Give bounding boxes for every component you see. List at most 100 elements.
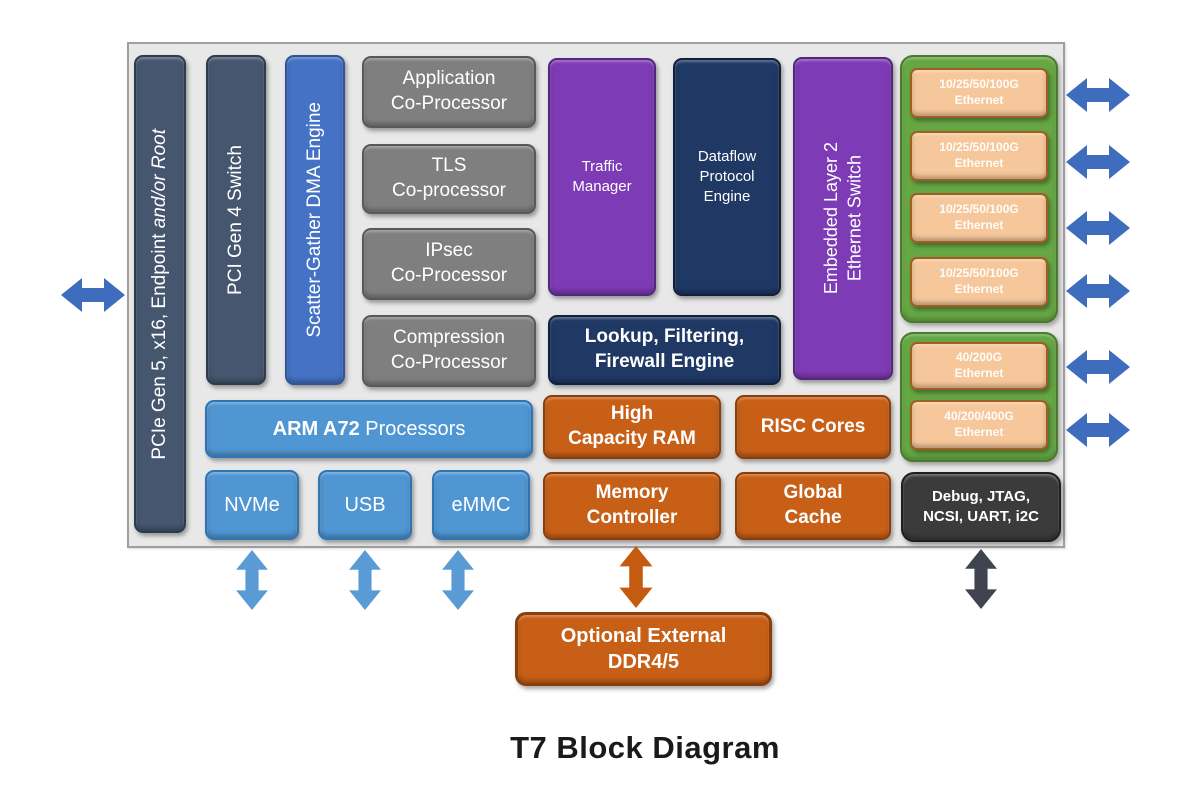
pci-gen4-switch-label: PCI Gen 4 Switch [224, 145, 246, 295]
scatter-gather-dma-label: Scatter-Gather DMA Engine [303, 102, 325, 338]
tls-coprocessor-label: TLS Co-processor [392, 154, 506, 203]
label-line1: 40/200G [955, 350, 1003, 365]
label-line2: Ethernet [954, 93, 1004, 107]
label-line2: Ethernet [954, 156, 1004, 170]
label-line2: Co-Processor [390, 352, 508, 373]
label-line1: Application [402, 68, 496, 90]
block-pcie-endpoint: PCIe Gen 5, x16, Endpoint and/or Root [134, 55, 186, 533]
block-tls-coprocessor: TLS Co-processor [362, 144, 536, 214]
label-bold: ARM A72 [272, 418, 360, 440]
block-dataflow-protocol-engine: Dataflow Protocol Engine [673, 58, 781, 296]
block-arm-processors: ARM A72 Processors [205, 400, 533, 458]
block-debug-jtag: Debug, JTAG, NCSI, UART, i2C [901, 472, 1061, 542]
label-line1: Memory [595, 482, 669, 504]
label-line1: 10/25/50/100G [939, 266, 1019, 281]
bidirectional-arrow-icon [616, 546, 656, 608]
bidirectional-arrow-icon [345, 550, 385, 610]
label-line2: Controller [586, 507, 678, 528]
pcie-endpoint-label: PCIe Gen 5, x16, Endpoint and/or Root [148, 129, 173, 460]
label-line2: Co-processor [391, 180, 507, 201]
bidirectional-arrow-icon [1066, 410, 1130, 450]
bidirectional-arrow-icon [1066, 142, 1130, 182]
label-line1: 10/25/50/100G [939, 77, 1019, 92]
bidirectional-arrow-icon [1066, 208, 1130, 248]
label-line1: 10/25/50/100G [939, 202, 1019, 217]
label-line1: Global [783, 482, 843, 504]
label-line2: Co-Processor [390, 265, 508, 286]
label-bold: 400G [984, 409, 1014, 424]
emmc-label: eMMC [451, 494, 511, 516]
label-line2: Capacity RAM [568, 428, 696, 449]
label-line2: Ethernet [954, 366, 1004, 380]
label-line2: Co-Processor [390, 93, 508, 114]
debug-jtag-label: Debug, JTAG, NCSI, UART, i2C [923, 487, 1039, 528]
risc-cores-label: RISC Cores [760, 415, 866, 437]
pcie-label-italic: and/or Root [148, 128, 170, 228]
block-traffic-manager: Traffic Manager [548, 58, 656, 296]
bidirectional-arrow-icon [60, 275, 126, 315]
label-line1: Compression [393, 327, 505, 349]
label-line1: High [610, 403, 654, 425]
bidirectional-arrow-icon [1066, 271, 1130, 311]
lookup-filtering-firewall-label: Lookup, Filtering, Firewall Engine [584, 326, 745, 372]
label-line2: NCSI, UART, i2C [923, 508, 1039, 525]
label-line1: Embedded Layer 2 [820, 142, 841, 295]
label-line2: DDR4/5 [607, 651, 680, 673]
pcie-label-main: PCIe Gen 5, x16, Endpoint [148, 227, 170, 460]
bidirectional-arrow-icon [1066, 347, 1130, 387]
usb-label: USB [344, 494, 386, 516]
label-line2: Ethernet Switch [844, 155, 864, 282]
bidirectional-arrow-icon [438, 550, 478, 610]
label-line2: Ethernet [954, 282, 1004, 296]
block-usb: USB [318, 470, 412, 540]
label-line1: IPsec [425, 240, 473, 262]
label-line2: Ethernet [954, 218, 1004, 232]
block-nvme: NVMe [205, 470, 299, 540]
block-emmc: eMMC [432, 470, 530, 540]
label-prefix: 40/200/ [944, 409, 985, 424]
diagram-title: T7 Block Diagram [510, 730, 780, 765]
bidirectional-arrow-icon [961, 549, 1001, 609]
block-risc-cores: RISC Cores [735, 395, 891, 459]
label-rest: Processors [359, 418, 466, 440]
label-line1: Debug, JTAG, [931, 487, 1031, 505]
label-line1: Optional External [560, 625, 727, 647]
block-scatter-gather-dma: Scatter-Gather DMA Engine [285, 55, 345, 385]
bidirectional-arrow-icon [232, 550, 272, 610]
label-line1: TLS [431, 155, 467, 177]
bidirectional-arrow-icon [1066, 75, 1130, 115]
block-pci-gen4-switch: PCI Gen 4 Switch [206, 55, 266, 385]
arm-processors-label: ARM A72 Processors [273, 416, 466, 442]
label-line1: 40/200/400G [944, 409, 1013, 425]
dataflow-protocol-engine-label: Dataflow Protocol Engine [697, 147, 757, 206]
nvme-label: NVMe [224, 494, 280, 516]
label-line2: Cache [784, 507, 842, 528]
traffic-manager-label: Traffic Manager [572, 157, 632, 195]
